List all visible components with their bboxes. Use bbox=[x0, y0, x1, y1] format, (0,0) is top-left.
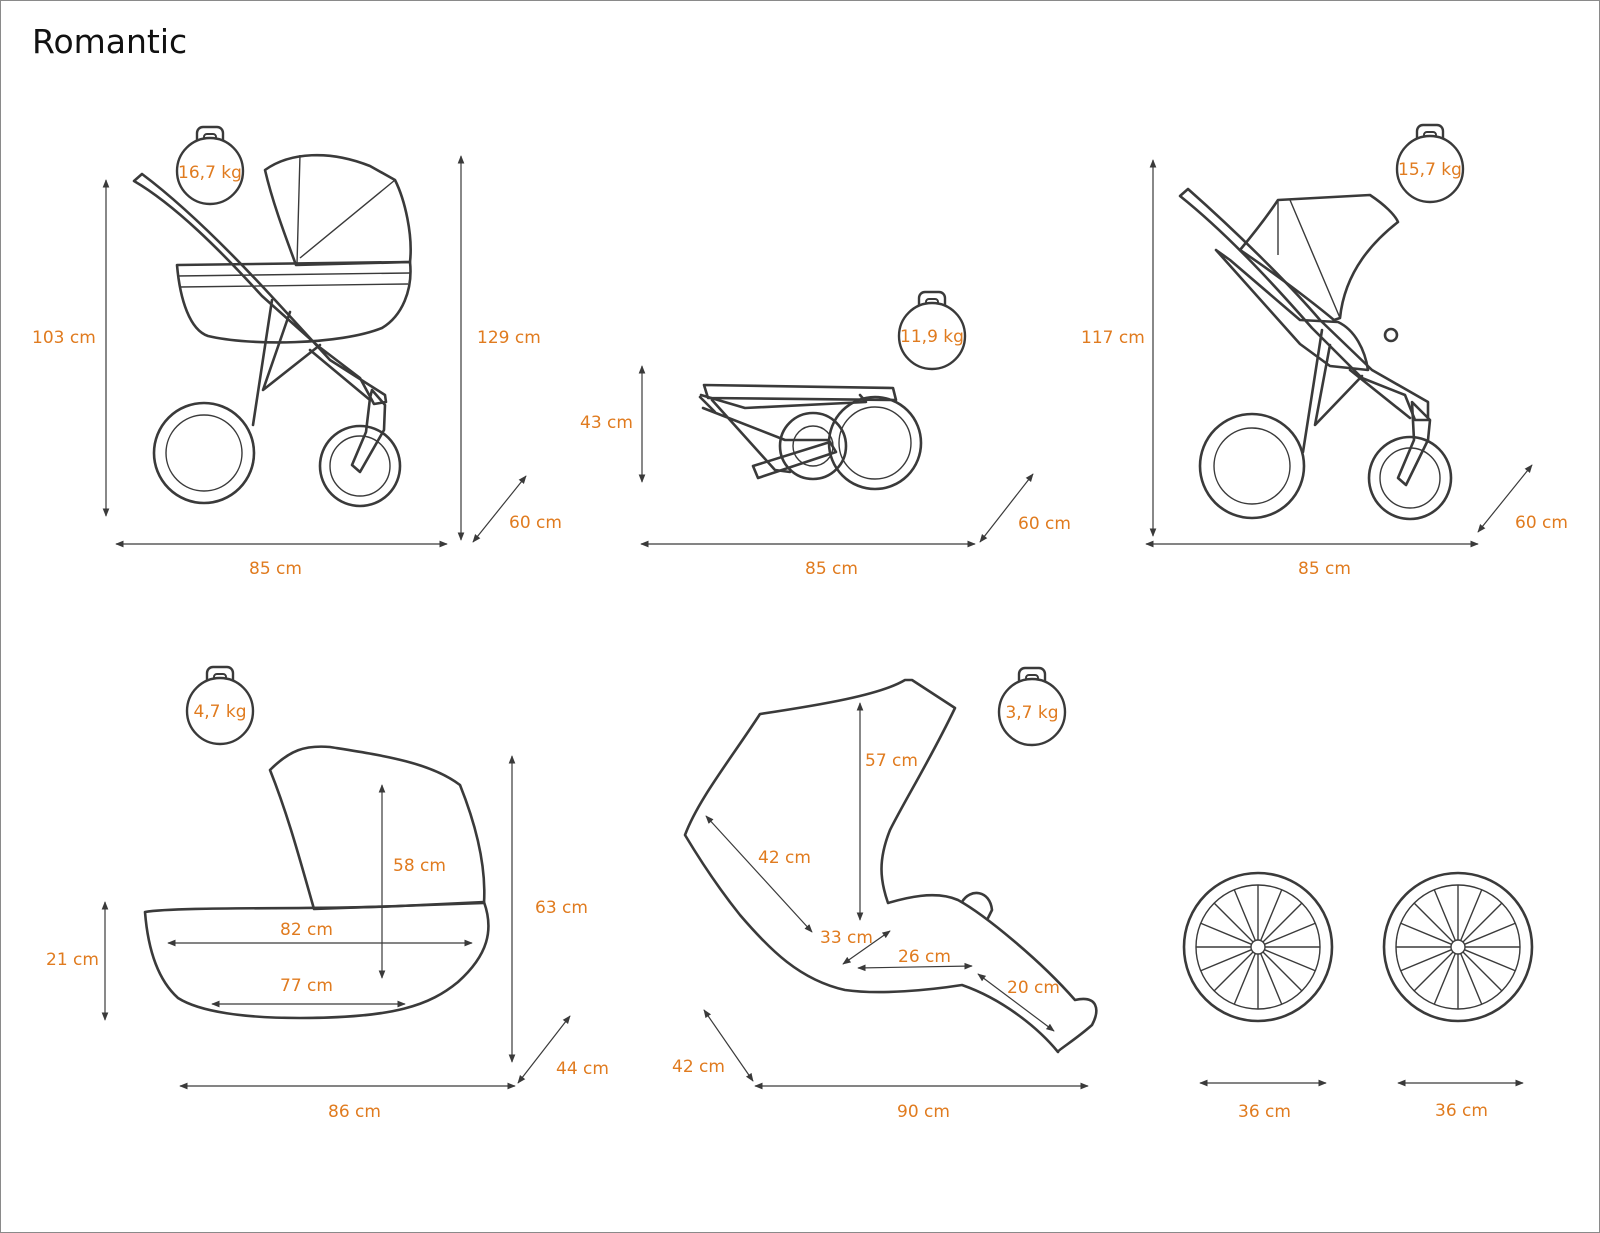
sport-front-wheel bbox=[1367, 435, 1453, 521]
wheel-spoke bbox=[1260, 953, 1283, 1005]
sport-rear-wheel bbox=[1198, 412, 1306, 520]
seat-length-label: 26 cm bbox=[898, 947, 951, 967]
sport-seat bbox=[1214, 248, 1370, 372]
carrycot-total-height-label: 63 cm bbox=[535, 898, 588, 918]
front-wheel-diameter-label: 36 cm bbox=[1238, 1102, 1291, 1122]
sport-frame bbox=[1301, 328, 1412, 454]
wheel-spoke bbox=[1264, 922, 1316, 945]
folded-depth-arrow bbox=[979, 473, 1034, 543]
sport-depth-arrow bbox=[1477, 464, 1533, 533]
stroller-depth-label: 60 cm bbox=[509, 513, 562, 533]
folded-frame-top bbox=[702, 383, 898, 402]
seat-width-arrow bbox=[703, 1009, 754, 1082]
wheel-spoke bbox=[1262, 902, 1303, 943]
sport-canopy bbox=[1238, 193, 1400, 322]
stroller-basket bbox=[175, 260, 412, 344]
folded-length-label: 85 cm bbox=[805, 559, 858, 579]
wheel-spoke bbox=[1464, 949, 1516, 972]
seat-back-height-label: 57 cm bbox=[865, 751, 918, 771]
folded-handle bbox=[751, 440, 838, 480]
seat-depth-label: 33 cm bbox=[820, 928, 873, 948]
page-title: Romantic bbox=[32, 22, 188, 61]
folded-height-label: 43 cm bbox=[580, 413, 633, 433]
wheel-spoke bbox=[1400, 949, 1452, 972]
stroller-folded: 11,9 kg 43 cm 60 cm 85 cm bbox=[580, 290, 1071, 579]
folded-rear-wheel bbox=[778, 411, 848, 481]
sport-depth-label: 60 cm bbox=[1515, 513, 1568, 533]
wheel-spoke bbox=[1413, 902, 1454, 943]
rear-wheel-diameter-label: 36 cm bbox=[1435, 1101, 1488, 1121]
seat-footrest-arrow bbox=[977, 973, 1055, 1032]
wheel-spoke bbox=[1462, 951, 1503, 992]
wheel-spoke bbox=[1233, 889, 1256, 941]
carrycot-inner-bottom-label: 77 cm bbox=[280, 976, 333, 996]
wheel-spoke bbox=[1464, 922, 1516, 945]
stroller-front-fork bbox=[350, 388, 387, 474]
seat-depth-arrow bbox=[842, 930, 891, 965]
stroller-sport: 15,7 kg 117 cm 60 cm 85 cm bbox=[1081, 123, 1568, 579]
stroller-handle-height-label: 103 cm bbox=[32, 328, 96, 348]
wheel-spoke bbox=[1233, 953, 1256, 1005]
carrycot-depth-arrow bbox=[517, 1015, 571, 1084]
folded-depth-label: 60 cm bbox=[1018, 514, 1071, 534]
stroller-hood bbox=[263, 153, 412, 267]
seat-length-arrow bbox=[857, 962, 973, 972]
sport-length-label: 85 cm bbox=[1298, 559, 1351, 579]
carrycot-hood-height-label: 58 cm bbox=[393, 856, 446, 876]
wheel-spoke bbox=[1400, 922, 1452, 945]
wheel-spoke bbox=[1264, 949, 1316, 972]
wheels: 36 cm 36 cm bbox=[1182, 871, 1534, 1122]
seat-width-label: 42 cm bbox=[672, 1057, 725, 1077]
seat-weight-label: 3,7 kg bbox=[1005, 703, 1058, 723]
carrycot-weight-label: 4,7 kg bbox=[193, 702, 246, 722]
carrycot: 4,7 kg 21 cm 58 cm 82 cm 77 cm 63 cm 44 … bbox=[46, 665, 609, 1122]
sport-handle bbox=[1178, 187, 1430, 422]
seat-back-length-label: 42 cm bbox=[758, 848, 811, 868]
carrycot-side-height-label: 21 cm bbox=[46, 950, 99, 970]
stroller-weight-label: 16,7 kg bbox=[178, 163, 242, 183]
sport-weight-label: 15,7 kg bbox=[1398, 160, 1462, 180]
wheel-spoke bbox=[1462, 902, 1503, 943]
wheel-spoke bbox=[1433, 953, 1456, 1005]
stroller-front-wheel bbox=[318, 424, 402, 508]
wheel-spoke bbox=[1460, 889, 1483, 941]
stroller-frame bbox=[251, 298, 372, 427]
wheel-spoke bbox=[1433, 889, 1456, 941]
front-wheel-icon bbox=[1182, 871, 1334, 1023]
wheel-spoke bbox=[1200, 949, 1252, 972]
carrycot-length-label: 86 cm bbox=[328, 1102, 381, 1122]
wheel-spoke bbox=[1213, 902, 1254, 943]
stroller-handle bbox=[132, 172, 388, 406]
folded-frame-bars bbox=[698, 393, 868, 474]
stroller-depth-arrow bbox=[472, 475, 527, 543]
wheel-spoke bbox=[1200, 922, 1252, 945]
stroller-with-carrycot: 16,7 kg 103 cm 129 cm 60 cm 85 cm bbox=[32, 125, 562, 579]
wheel-spoke bbox=[1213, 951, 1254, 992]
carrycot-inner-top-label: 82 cm bbox=[280, 920, 333, 940]
seat-total-length-label: 90 cm bbox=[897, 1102, 950, 1122]
folded-front-wheel bbox=[827, 395, 923, 491]
wheel-spoke bbox=[1260, 889, 1283, 941]
sport-front-fork bbox=[1396, 400, 1432, 487]
wheel-spoke bbox=[1413, 951, 1454, 992]
stroller-total-height-label: 129 cm bbox=[477, 328, 541, 348]
carrycot-depth-label: 44 cm bbox=[556, 1059, 609, 1079]
wheel-spoke bbox=[1460, 953, 1483, 1005]
seat-footrest-label: 20 cm bbox=[1007, 978, 1060, 998]
sport-height-label: 117 cm bbox=[1081, 328, 1145, 348]
seat-unit: 3,7 kg 57 cm 42 cm 33 cm 26 cm 20 cm 42 … bbox=[672, 666, 1098, 1122]
seat-bumper-knob bbox=[960, 891, 994, 920]
stroller-length-label: 85 cm bbox=[249, 559, 302, 579]
seat-back-length-arrow bbox=[705, 815, 813, 933]
carrycot-hood bbox=[268, 745, 486, 911]
wheel-spoke bbox=[1262, 951, 1303, 992]
folded-weight-label: 11,9 kg bbox=[900, 327, 964, 347]
rear-wheel-icon bbox=[1382, 871, 1534, 1023]
stroller-rear-wheel bbox=[152, 401, 256, 505]
